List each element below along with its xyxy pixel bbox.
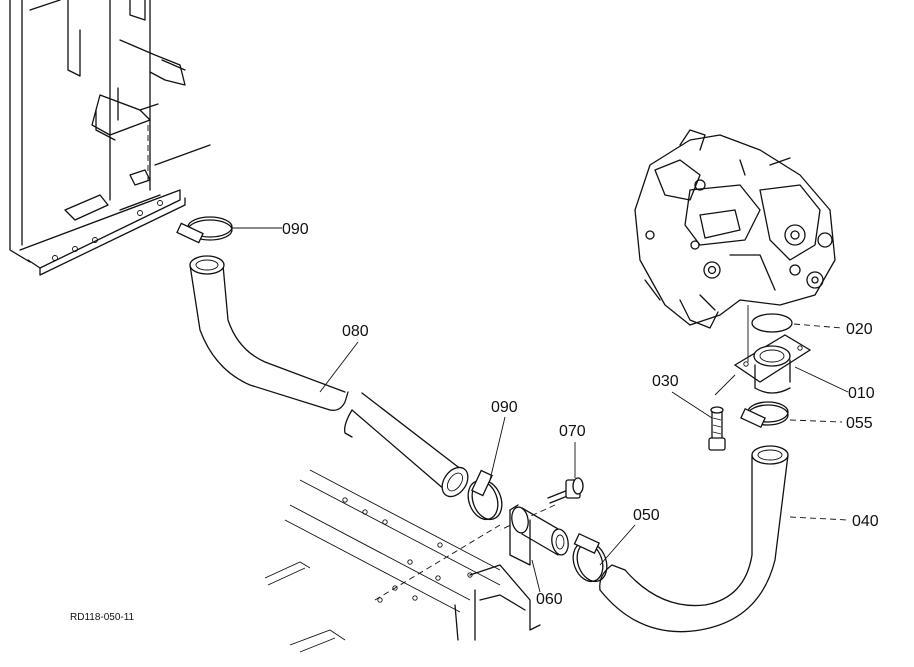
label-060: 060 (536, 591, 563, 608)
fitting-060 (509, 504, 569, 566)
clamp-055 (740, 401, 789, 429)
hydraulic-pump (634, 129, 836, 329)
upper-frame-assembly (9, 0, 211, 276)
label-055: 055 (846, 415, 873, 432)
label-070: 070 (559, 423, 586, 440)
label-040: 040 (852, 513, 879, 530)
leader-lines (232, 227, 849, 593)
flange-010 (714, 305, 812, 396)
part-labels: 090 080 090 070 050 060 030 020 010 055 … (70, 221, 879, 623)
lower-frame-assembly (264, 469, 556, 653)
label-010: 010 (848, 385, 875, 402)
clamp-050 (572, 532, 608, 583)
label-030: 030 (652, 373, 679, 390)
label-020: 020 (846, 321, 873, 338)
label-080: 080 (342, 323, 369, 340)
bolt-030 (708, 406, 726, 451)
clamp-090-middle (467, 469, 503, 521)
hose-040 (599, 445, 789, 633)
drawing-code: RD118-050-11 (70, 612, 135, 623)
label-090-middle: 090 (491, 399, 518, 416)
o-ring-020 (751, 313, 793, 333)
label-050: 050 (633, 507, 660, 524)
hose-080 (189, 255, 469, 498)
bolt-070 (547, 477, 584, 504)
clamp-090-upper (176, 216, 233, 244)
label-090-upper: 090 (282, 221, 309, 238)
